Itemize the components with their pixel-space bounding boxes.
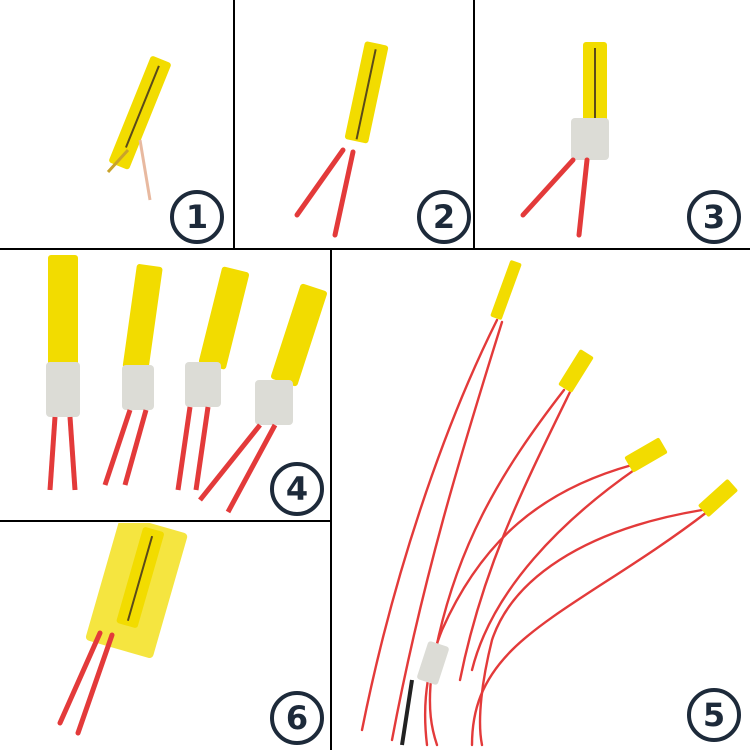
sensor-photo-step-1 — [106, 56, 171, 201]
step-panel-5: 5 — [332, 250, 750, 750]
step-number-badge: 5 — [687, 688, 741, 742]
sensor-photo-step-5 — [360, 260, 738, 747]
sensor-photo-step-2 — [294, 41, 389, 238]
step-panel-3: 3 — [475, 0, 750, 248]
step-panel-4: 4 — [0, 250, 330, 520]
sensor-photo-step-4 — [46, 255, 327, 514]
panel-divider — [233, 0, 235, 248]
sensor-photo-step-6 — [57, 523, 188, 736]
panel-divider — [0, 520, 330, 522]
step-number-badge: 2 — [417, 190, 471, 244]
panel-divider — [0, 248, 750, 250]
step-panel-2: 2 — [235, 0, 473, 248]
panel-divider — [473, 0, 475, 248]
step-number-badge: 4 — [270, 462, 324, 516]
step-panel-1: 1 — [0, 0, 233, 248]
step-number-badge: 3 — [687, 190, 741, 244]
sensor-photo-step-3 — [520, 42, 609, 238]
step-panel-6: 6 — [0, 523, 330, 750]
step-number-badge: 6 — [270, 691, 324, 745]
step-number-badge: 1 — [170, 190, 224, 244]
panel-divider — [330, 250, 332, 750]
